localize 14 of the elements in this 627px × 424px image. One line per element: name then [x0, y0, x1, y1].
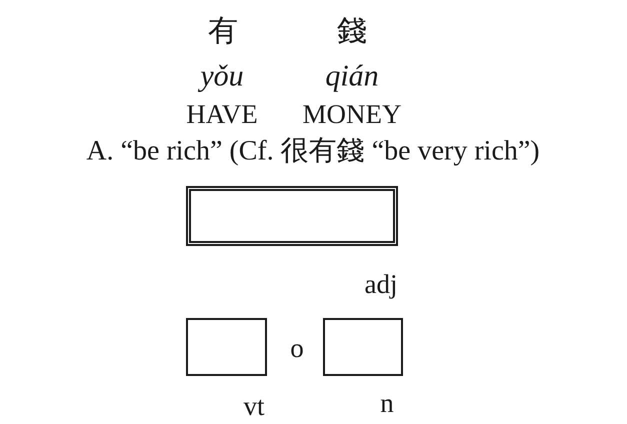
gloss: HAVE: [186, 100, 258, 130]
chinese-character: 錢: [337, 14, 367, 48]
empty-box: [323, 318, 403, 376]
double-box: [186, 186, 398, 246]
gloss: MONEY: [302, 100, 402, 130]
meaning: A. “be rich” (Cf. 很有錢 “be very rich”): [86, 136, 540, 168]
word-class: adj: [364, 270, 398, 300]
word-class: n: [380, 389, 394, 419]
empty-box: [186, 318, 267, 376]
pinyin: qián: [325, 60, 379, 92]
pinyin: yǒu: [200, 60, 244, 92]
word-class: vt: [244, 392, 264, 422]
chinese-character: 有: [208, 14, 238, 48]
object-marker: o: [290, 334, 304, 364]
